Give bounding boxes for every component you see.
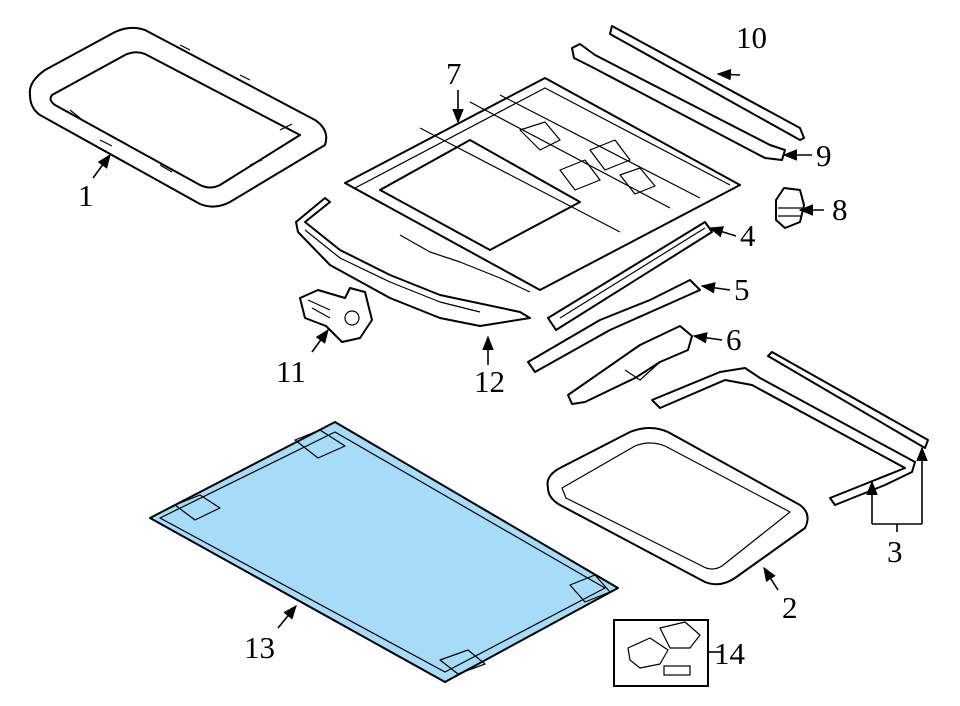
part-14-kit — [613, 619, 709, 687]
callout-6: 6 — [726, 322, 742, 357]
part-13-sunshade — [149, 421, 619, 683]
callout-labels: 1 2 3 4 5 6 7 8 9 10 11 12 13 14 — [78, 20, 903, 671]
part-3-seal — [651, 351, 929, 506]
part-11-motor — [299, 287, 373, 343]
part-7-reinforcement — [344, 77, 741, 293]
callout-8: 8 — [832, 192, 848, 227]
callout-4: 4 — [740, 218, 756, 253]
callout-13: 13 — [244, 630, 275, 665]
part-12-front-rail — [295, 197, 531, 327]
part-5-trim — [527, 279, 701, 373]
part-1-frame — [28, 26, 328, 208]
part-10-strip — [609, 25, 805, 141]
part-6-bracket — [567, 325, 693, 405]
callout-9: 9 — [816, 138, 832, 173]
callout-12: 12 — [474, 364, 505, 399]
part-2-glass-seal — [546, 427, 809, 586]
callout-1: 1 — [78, 178, 94, 213]
callout-3: 3 — [887, 534, 903, 569]
callout-2: 2 — [782, 590, 798, 625]
part-8-clip — [775, 187, 805, 229]
leader-lines — [92, 68, 928, 653]
callout-11: 11 — [276, 354, 306, 389]
callout-14: 14 — [714, 636, 746, 671]
callout-10: 10 — [736, 20, 767, 55]
callout-7: 7 — [446, 56, 462, 91]
callout-5: 5 — [734, 272, 750, 307]
